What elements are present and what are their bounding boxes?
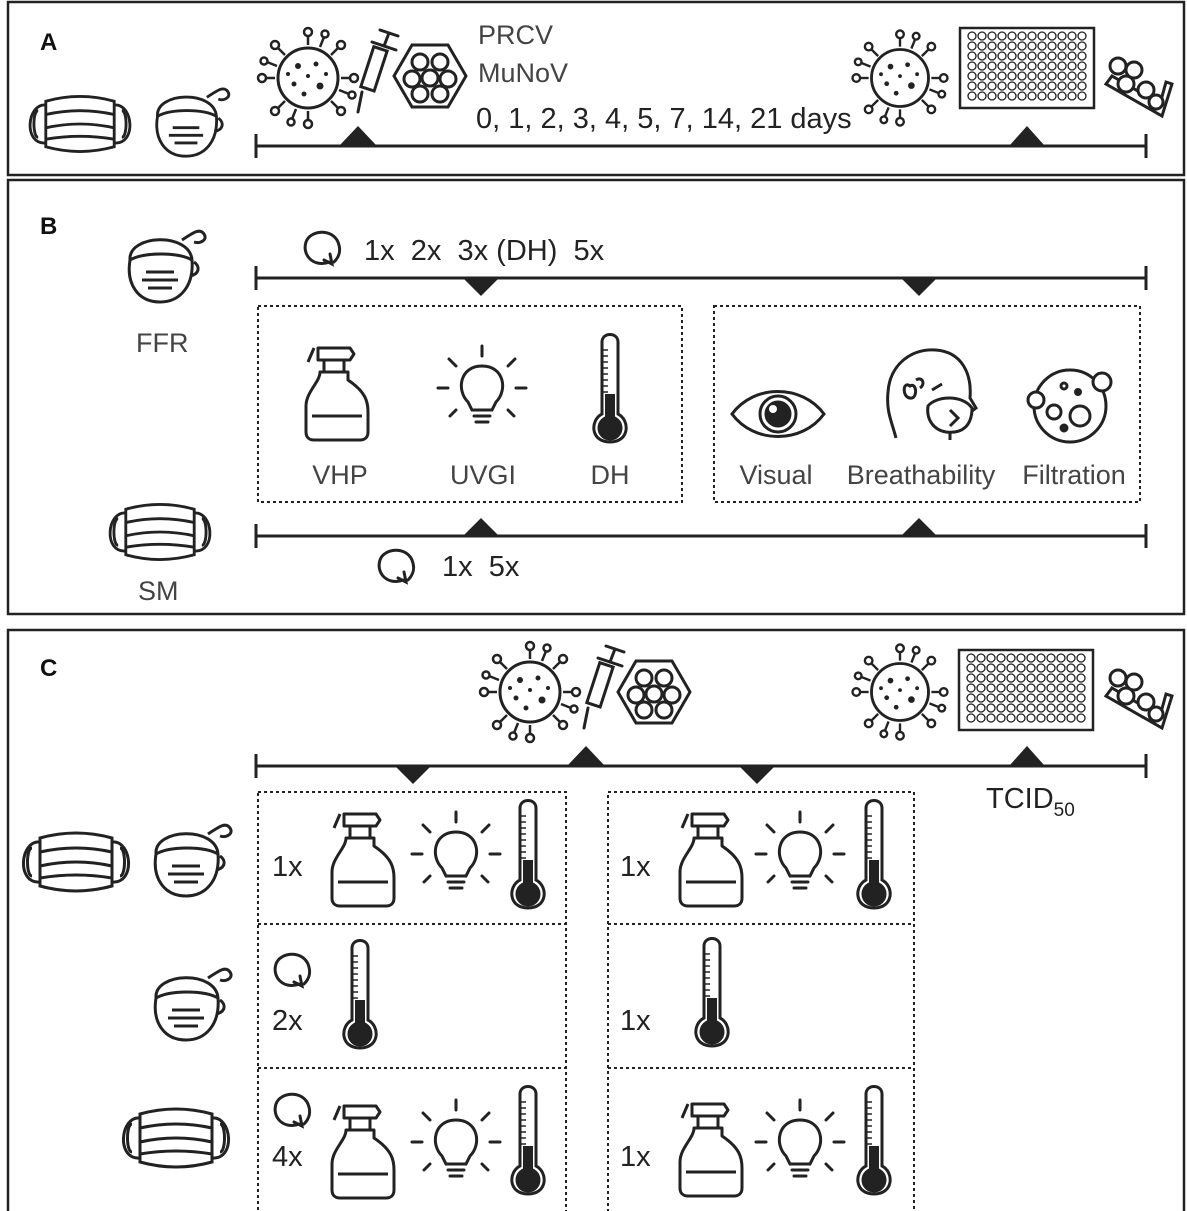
- virus-icon: [478, 640, 582, 744]
- thermometer-icon: [856, 1085, 892, 1196]
- light-bulb-icon: [754, 810, 846, 890]
- ffr-label: FFR: [136, 328, 188, 358]
- timeline-marker: [568, 746, 604, 765]
- timeline-marker: [1010, 746, 1044, 765]
- surgical-mask-icon: [21, 831, 131, 893]
- grid-right: [607, 791, 915, 1211]
- cycle-icon: [377, 548, 416, 584]
- eye-icon: [730, 390, 826, 438]
- panel-a-label: A: [40, 29, 57, 56]
- assessment-box: [713, 305, 1141, 503]
- thermometer-icon: [342, 939, 378, 1050]
- light-bulb-icon: [410, 810, 502, 890]
- dish-cells-icon: [1104, 668, 1174, 730]
- panel-b-frame: [6, 178, 1186, 616]
- spray-bottle-icon: [304, 346, 370, 442]
- spray-bottle-icon: [330, 1104, 396, 1200]
- timeline-sm: [254, 524, 1148, 548]
- timeline-marker: [740, 767, 774, 784]
- cycle-icon: [303, 230, 342, 266]
- timeline-marker: [1010, 126, 1044, 145]
- grid-left: [257, 791, 567, 1211]
- respirator-icon: [153, 967, 233, 1042]
- treatment-label-uvgi: UVGI: [450, 460, 516, 490]
- panel-c: C TCID50: [6, 628, 1186, 1211]
- surgical-mask-icon: [28, 95, 132, 153]
- sm-label: SM: [138, 576, 179, 606]
- panel-a: A PRCV MuNoV 0, 1, 2, 3, 4, 5, 7, 14, 21…: [6, 0, 1186, 177]
- well-plate-icon: [958, 26, 1096, 110]
- light-bulb-icon: [410, 1098, 502, 1178]
- cycle-icon: [273, 952, 312, 988]
- head-respirator-icon: [886, 348, 978, 442]
- assessment-label-visual: Visual: [739, 460, 812, 490]
- timepoints-label: 0, 1, 2, 3, 4, 5, 7, 14, 21 days: [476, 103, 852, 135]
- timeline-marker: [464, 518, 498, 535]
- particles-icon: [1026, 368, 1113, 444]
- spray-bottle-icon: [330, 812, 396, 908]
- panel-b-label: B: [40, 213, 57, 240]
- sm-cycles-label: 1x 5x: [442, 551, 520, 583]
- timeline-ffr: [254, 266, 1148, 290]
- spray-bottle-icon: [678, 1102, 744, 1198]
- cycle-count: 1x: [620, 1005, 651, 1037]
- cycle-count: 1x: [272, 851, 303, 883]
- thermometer-icon: [510, 799, 546, 910]
- assessment-label-filtration: Filtration: [1022, 460, 1126, 490]
- cycle-count: 1x: [620, 851, 651, 883]
- thermometer-icon: [694, 937, 730, 1048]
- cell-culture-icon: [392, 43, 468, 109]
- timeline-marker: [464, 279, 498, 296]
- treatment-box: [257, 305, 683, 503]
- cycle-icon: [273, 1092, 312, 1128]
- ffr-cycles-label: 1x 2x 3x (DH) 5x: [364, 235, 605, 267]
- timeline-a: [254, 134, 1148, 158]
- light-bulb-icon: [436, 344, 528, 424]
- cycle-count: 4x: [272, 1141, 303, 1173]
- virus-icon: [851, 643, 949, 741]
- timeline-marker: [902, 279, 936, 296]
- panel-c-label: C: [40, 655, 57, 682]
- respirator-icon: [155, 87, 231, 158]
- surgical-mask-icon: [108, 503, 212, 561]
- syringe-icon: [582, 644, 626, 730]
- dish-cells-icon: [1104, 56, 1174, 118]
- virus-icon: [256, 26, 360, 130]
- timeline-marker: [902, 518, 936, 535]
- tcid50-label: TCID50: [986, 783, 1075, 821]
- treatment-label-dh: DH: [591, 460, 630, 490]
- virus-name-munov: MuNoV: [478, 58, 568, 88]
- virus-icon: [851, 29, 949, 127]
- spray-bottle-icon: [678, 812, 744, 908]
- cycle-count: 2x: [272, 1005, 303, 1037]
- panel-b: B FFR 1x 2x 3x (DH) 5x VHP UVGI DH Visua…: [6, 178, 1186, 616]
- panel-a-frame: [6, 0, 1186, 177]
- well-plate-icon: [957, 648, 1095, 732]
- panel-c-frame: [6, 628, 1186, 1211]
- timeline-c: [254, 754, 1148, 778]
- respirator-icon: [127, 229, 207, 304]
- thermometer-icon: [592, 333, 628, 444]
- virus-name-prcv: PRCV: [478, 20, 553, 50]
- treatment-label-vhp: VHP: [312, 460, 368, 490]
- respirator-icon: [153, 823, 233, 898]
- cycle-count: 1x: [620, 1141, 651, 1173]
- cell-culture-icon: [616, 659, 692, 725]
- timeline-marker: [396, 767, 430, 784]
- syringe-icon: [356, 28, 400, 114]
- light-bulb-icon: [754, 1098, 846, 1178]
- thermometer-icon: [510, 1085, 546, 1196]
- assessment-label-breathability: Breathability: [847, 460, 996, 490]
- thermometer-icon: [856, 799, 892, 910]
- timeline-marker: [340, 126, 376, 145]
- surgical-mask-icon: [121, 1107, 231, 1169]
